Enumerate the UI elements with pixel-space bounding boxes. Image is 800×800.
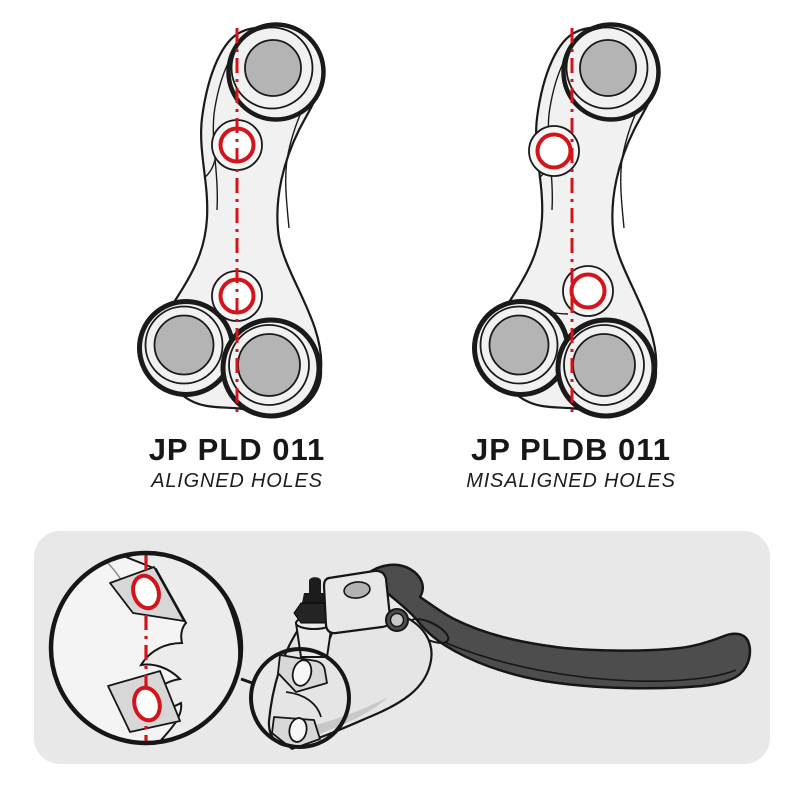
clamp-hole-upper xyxy=(291,659,313,687)
boss-core xyxy=(237,333,301,397)
detail-callout-circle xyxy=(249,647,351,749)
lever-assembly-illustration xyxy=(48,550,752,750)
bleed-nipple xyxy=(293,577,335,624)
boss-core xyxy=(244,39,302,97)
hole-highlight-upper xyxy=(131,573,161,611)
lever-clevis xyxy=(322,569,409,635)
part-title: JP PLD 011 xyxy=(148,432,326,467)
mounting-clamp xyxy=(271,654,328,750)
upper-mounting-hole-highlight xyxy=(535,132,573,170)
detail-panel xyxy=(34,531,770,764)
part-subtitle: MISALIGNED HOLES xyxy=(466,470,676,492)
bracket-diagram-misaligned xyxy=(472,22,661,419)
clamp-hole-lower xyxy=(288,717,308,743)
boss-core xyxy=(572,333,636,397)
part-title: JP PLDB 011 xyxy=(471,432,671,467)
boss-core xyxy=(579,39,637,97)
pivot-pin xyxy=(389,612,405,628)
clevis-hole xyxy=(343,581,371,599)
magnifier-circle xyxy=(48,550,244,746)
callout-connector-line xyxy=(240,677,256,686)
lower-mounting-hole-highlight xyxy=(569,272,607,310)
boss-core xyxy=(153,314,215,376)
lever-edge-line xyxy=(445,642,737,682)
magnifier-detail xyxy=(48,550,244,746)
caption-right: JP PLDB 011 MISALIGNED HOLES xyxy=(426,431,716,495)
bracket-diagram-aligned xyxy=(137,22,326,419)
boss-core xyxy=(488,314,550,376)
bracket-edge-line xyxy=(203,159,216,179)
caption-left: JP PLD 011 ALIGNED HOLES xyxy=(97,431,377,495)
part-subtitle: ALIGNED HOLES xyxy=(151,470,323,492)
hole-highlight-lower xyxy=(132,685,162,723)
